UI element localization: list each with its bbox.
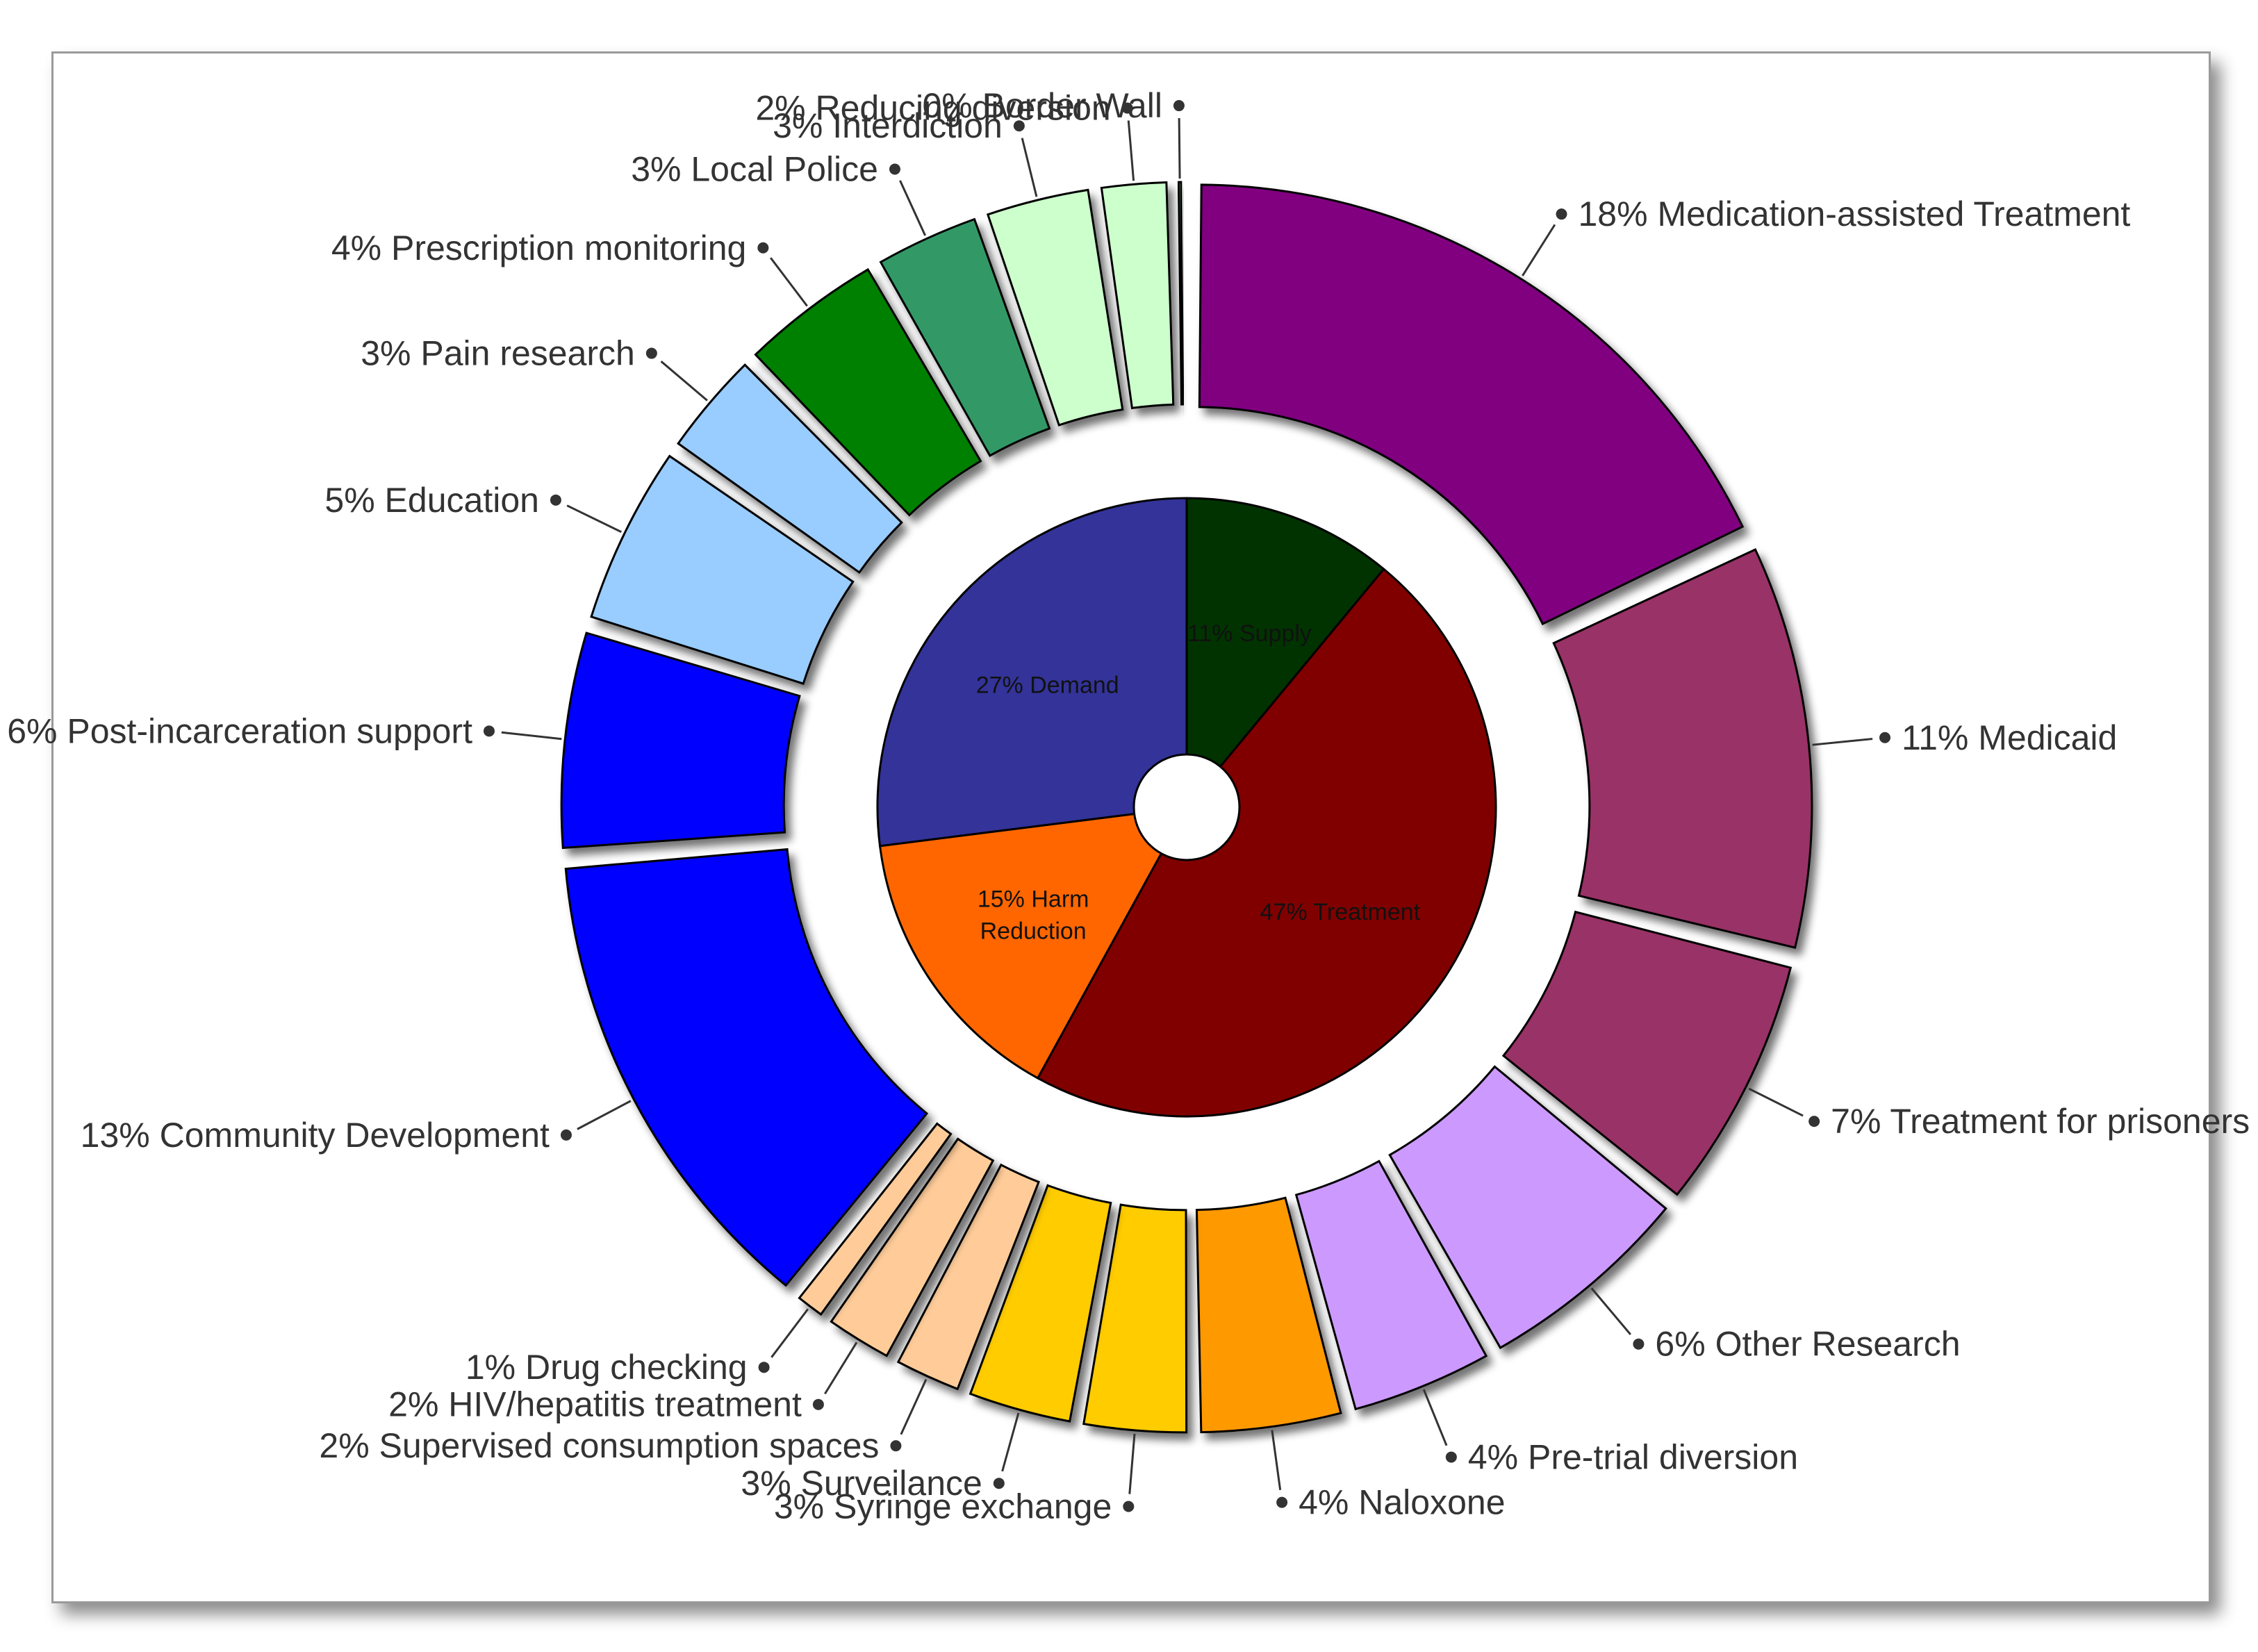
outer-label-3-interdiction: 3% Interdiction <box>773 106 1003 145</box>
inner-slice-47-treatment <box>1036 568 1497 1118</box>
outer-slice-3-syringe-exchange <box>1082 1203 1188 1434</box>
outer-slice-0-border-wall <box>1177 181 1185 406</box>
outer-label-2-reducing-diversion: 2% Reducing diversion <box>755 89 1110 128</box>
outer-slice-13-community-development <box>564 848 929 1287</box>
inner-slice-15-harm-reduction <box>878 806 1189 1080</box>
outer-label-2-supervised-consumption-spaces: 2% Supervised consumption spaces <box>319 1426 879 1465</box>
leader-line <box>1021 138 1038 197</box>
leader-line <box>1178 118 1181 179</box>
outer-slice-3-surveilance <box>969 1184 1112 1423</box>
leader-line <box>770 257 808 307</box>
label-dot <box>812 1398 824 1410</box>
label-dot <box>757 242 769 254</box>
label-dot <box>758 1362 770 1373</box>
center-hole <box>1132 753 1241 861</box>
outer-slice-18-medication-assisted-treatment <box>1198 183 1745 626</box>
label-dot <box>483 725 495 737</box>
leader-lines <box>501 118 1873 1494</box>
label-dot <box>1633 1338 1645 1350</box>
label-dot <box>645 347 657 359</box>
outer-slice-1-drug-checking <box>798 1122 953 1316</box>
label-dot <box>560 1129 572 1141</box>
outer-slice-11-medicaid <box>1552 547 1813 949</box>
leader-line <box>1128 1433 1136 1494</box>
label-dot <box>1123 1501 1135 1512</box>
outer-label-6-other-research: 6% Other Research <box>1655 1325 1960 1364</box>
leader-line <box>1001 1412 1020 1472</box>
label-dot <box>550 494 561 506</box>
outer-slice-3-interdiction <box>986 188 1124 427</box>
outer-slice-3-pain-research <box>677 363 903 575</box>
label-dot <box>890 1440 902 1452</box>
outer-slice-4-prescription-monitoring <box>754 267 982 517</box>
outer-ring <box>560 181 1813 1434</box>
outer-label-13-community-development: 13% Community Development <box>81 1116 550 1155</box>
leader-line <box>577 1100 632 1130</box>
label-dot <box>1879 732 1891 743</box>
leader-line <box>900 1378 928 1435</box>
outer-label-2-hiv-hepatitis-treatment: 2% HIV/hepatitis treatment <box>388 1385 802 1424</box>
outer-slice-6-other-research <box>1388 1065 1667 1350</box>
leader-line <box>501 731 562 741</box>
outer-label-6-post-incarceration-support: 6% Post-incarceration support <box>7 711 472 750</box>
inner-label-11-supply: 11% Supply <box>1187 620 1312 647</box>
label-dot <box>1445 1451 1457 1463</box>
leader-line <box>770 1308 809 1358</box>
outer-label-3-syringe-exchange: 3% Syringe exchange <box>774 1487 1112 1526</box>
inner-label-27-demand: 27% Demand <box>976 672 1119 698</box>
inner-label-47-treatment: 47% Treatment <box>1260 899 1421 925</box>
label-dot <box>1276 1496 1288 1508</box>
label-dot <box>1173 100 1185 112</box>
inner-slice-11-supply <box>1185 497 1385 811</box>
outer-label-3-local-police: 3% Local Police <box>631 149 878 188</box>
outer-slice-2-reducing-diversion <box>1100 181 1175 410</box>
outer-label-11-medicaid: 11% Medicaid <box>1902 718 2117 757</box>
outer-label-4-prescription-monitoring: 4% Prescription monitoring <box>331 229 747 267</box>
outer-label-18-medication-assisted-treatment: 18% Medication-assisted Treatment <box>1579 195 2131 233</box>
leader-line <box>1271 1430 1282 1491</box>
label-dot <box>1013 120 1025 132</box>
outer-slice-3-local-police <box>879 217 1051 457</box>
outer-label-3-pain-research: 3% Pain research <box>361 334 635 373</box>
outer-label-4-naloxone: 4% Naloxone <box>1299 1483 1505 1522</box>
outer-label-0-border-wall: 0% Border Wall <box>922 86 1162 125</box>
leader-line <box>1522 224 1556 276</box>
leader-line <box>1748 1087 1804 1117</box>
leader-line <box>899 180 927 236</box>
label-dot <box>889 163 900 175</box>
outer-label-3-surveilance: 3% Surveilance <box>741 1464 982 1503</box>
outer-slice-6-post-incarceration-support <box>560 631 801 850</box>
outer-slice-5-education <box>590 454 855 685</box>
label-dot <box>993 1478 1005 1489</box>
leader-line <box>824 1341 858 1395</box>
leader-line <box>1127 120 1135 181</box>
outer-label-1-drug-checking: 1% Drug checking <box>465 1348 748 1387</box>
outer-slice-4-pre-trial-diversion <box>1294 1159 1488 1411</box>
leader-line <box>1422 1389 1448 1446</box>
outer-slice-4-naloxone <box>1195 1196 1342 1434</box>
inner-slice-27-demand <box>876 497 1188 848</box>
label-dot <box>1556 208 1567 220</box>
outer-slice-7-treatment-for-prisoners <box>1501 910 1793 1196</box>
leader-line <box>1812 738 1873 746</box>
label-dot <box>1808 1116 1820 1128</box>
outer-slice-2-supervised-consumption-spaces <box>896 1163 1040 1391</box>
leader-line <box>566 504 622 534</box>
outer-label-4-pre-trial-diversion: 4% Pre-trial diversion <box>1468 1437 1798 1476</box>
outer-labels: 18% Medication-assisted Treatment 11% Med… <box>7 86 2250 1526</box>
outer-label-5-education: 5% Education <box>324 481 539 520</box>
leader-line <box>660 361 708 402</box>
leader-line <box>1590 1287 1631 1335</box>
label-dot <box>1121 102 1133 114</box>
outer-slice-2-hiv-hepatitis-treatment <box>830 1137 995 1357</box>
outer-label-7-treatment-for-prisoners: 7% Treatment for prisoners <box>1831 1102 2250 1141</box>
